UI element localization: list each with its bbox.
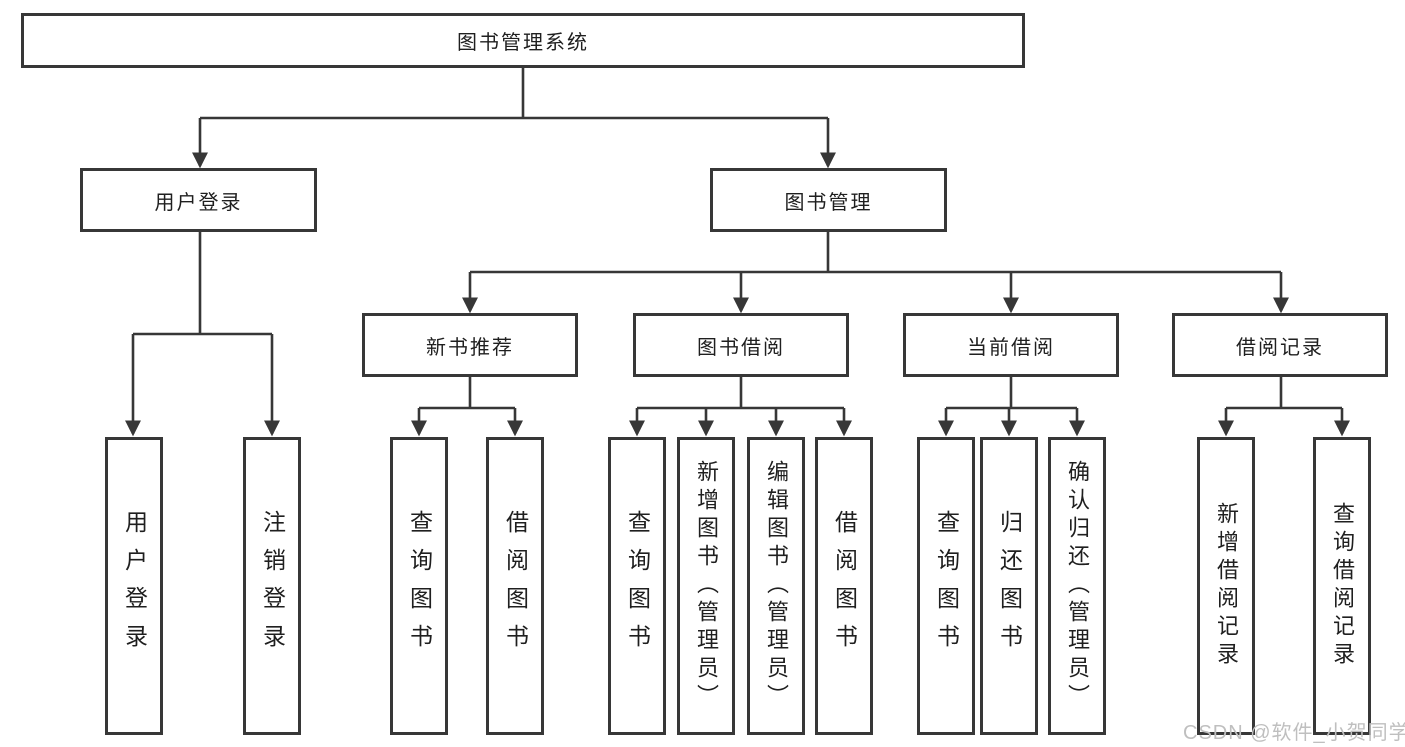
leaf-user-login-label: 用户登录 bbox=[121, 510, 148, 662]
node-new-book-recommend: 新书推荐 bbox=[362, 313, 578, 377]
node-borrow-records: 借阅记录 bbox=[1172, 313, 1388, 377]
leaf-add-book-admin: 新增图书（管理员） bbox=[677, 437, 735, 735]
leaf-add-book-admin-label: 新增图书（管理员） bbox=[694, 460, 719, 712]
leaf-borrow-book-recommend-label: 借阅图书 bbox=[502, 510, 529, 662]
node-current-borrow: 当前借阅 bbox=[903, 313, 1119, 377]
leaf-query-book-current-label: 查询图书 bbox=[933, 510, 960, 662]
leaf-add-borrow-record-label: 新增借阅记录 bbox=[1214, 502, 1239, 670]
leaf-confirm-return-admin-label: 确认归还（管理员） bbox=[1065, 460, 1090, 712]
leaf-query-borrow-record: 查询借阅记录 bbox=[1313, 437, 1371, 735]
leaf-query-book-borrow: 查询图书 bbox=[608, 437, 666, 735]
leaf-borrow-book-label: 借阅图书 bbox=[831, 510, 858, 662]
leaf-user-login: 用户登录 bbox=[105, 437, 163, 735]
leaf-borrow-book-recommend: 借阅图书 bbox=[486, 437, 544, 735]
node-book-management: 图书管理 bbox=[710, 168, 947, 232]
leaf-return-book-label: 归还图书 bbox=[996, 510, 1023, 662]
leaf-query-book-recommend-label: 查询图书 bbox=[406, 510, 433, 662]
node-user-login: 用户登录 bbox=[80, 168, 317, 232]
node-root: 图书管理系统 bbox=[21, 13, 1025, 68]
leaf-query-book-current: 查询图书 bbox=[917, 437, 975, 735]
leaf-logout: 注销登录 bbox=[243, 437, 301, 735]
leaf-logout-label: 注销登录 bbox=[259, 510, 286, 662]
leaf-confirm-return-admin: 确认归还（管理员） bbox=[1048, 437, 1106, 735]
leaf-query-borrow-record-label: 查询借阅记录 bbox=[1330, 502, 1355, 670]
leaf-query-book-borrow-label: 查询图书 bbox=[624, 510, 651, 662]
leaf-return-book: 归还图书 bbox=[980, 437, 1038, 735]
node-book-borrow: 图书借阅 bbox=[633, 313, 849, 377]
csdn-watermark: CSDN @软件_小贺同学 bbox=[1183, 722, 1405, 744]
leaf-add-borrow-record: 新增借阅记录 bbox=[1197, 437, 1255, 735]
leaf-edit-book-admin-label: 编辑图书（管理员） bbox=[764, 460, 789, 712]
leaf-edit-book-admin: 编辑图书（管理员） bbox=[747, 437, 805, 735]
leaf-query-book-recommend: 查询图书 bbox=[390, 437, 448, 735]
leaf-borrow-book: 借阅图书 bbox=[815, 437, 873, 735]
